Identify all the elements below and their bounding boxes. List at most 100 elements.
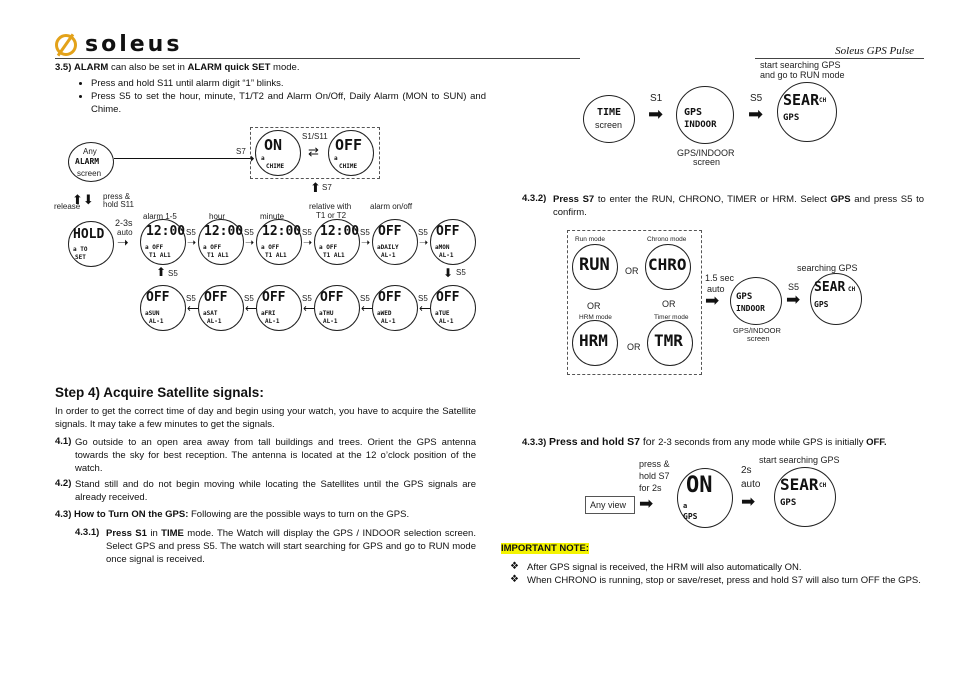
watch-line2: AL-1 [381, 252, 396, 259]
para-4-3-3: 4.3.3) Press and hold S7 for 2-3 seconds… [522, 436, 887, 448]
watch-line2: AL-1 [323, 318, 338, 325]
watch-line1: a OFF [203, 244, 222, 251]
arrow-right-icon: ➝ [303, 237, 313, 249]
arrow-right-icon: ➡ [648, 104, 664, 124]
watch-gps-on: ON a GPS [677, 468, 733, 528]
watch-any-alarm: Any ALARM screen [68, 142, 114, 182]
important-note-heading: IMPORTANT NOTE: [501, 543, 589, 554]
s5-label: S5 [244, 294, 254, 303]
logo-ring-icon [55, 34, 77, 56]
watch-line1: aMON [435, 244, 450, 251]
watch-hrm: HRM [572, 320, 618, 366]
watch-line2: AL-1 [149, 318, 164, 325]
watch-line1: aFRI [261, 310, 276, 317]
gps-diagram-3: Any view ➡ press & hold S7 for 2s ON a G… [584, 455, 854, 530]
watch-big: 12:00 [262, 224, 302, 239]
mode-box [567, 230, 702, 375]
watch-line2: AL-1 [439, 252, 454, 259]
watch-line1: a OFF [261, 244, 280, 251]
watch-line1: a OFF [319, 244, 338, 251]
s5-label: S5 [302, 294, 312, 303]
watch-line1: a OFF [145, 244, 164, 251]
watch-line2: AL-1 [381, 318, 396, 325]
note-bullet-icon: ❖ [510, 561, 519, 572]
watch-timer: TMR [647, 320, 693, 366]
arrow-right-icon: ➝ [245, 237, 255, 249]
note-bullet-icon: ❖ [510, 574, 519, 585]
s7-line [114, 158, 250, 159]
arrow-right-icon: ➝ [117, 234, 129, 250]
watch-line2: AL-1 [439, 318, 454, 325]
para-4-3: 4.3) How to Turn ON the GPS: Following a… [55, 509, 410, 520]
watch-hold-to-set: HOLD a TO SET [68, 221, 114, 267]
watch-big: OFF [204, 290, 228, 305]
step4-heading: Step 4) Acquire Satellite signals: [55, 385, 264, 400]
watch-gps-indoor: GPS INDOOR [676, 86, 734, 144]
watch-line2: AL-1 [265, 318, 280, 325]
arrow-right-icon: ➡ [748, 104, 764, 124]
product-name: Soleus GPS Pulse [835, 45, 914, 57]
alarm-diagram: ON a CHIME S1/S11 ⇄ OFF a CHIME S7 ➝ ⬆ S… [50, 125, 480, 340]
s5-label: S5 [186, 228, 196, 237]
header-rule-right [755, 58, 924, 59]
watch-big: OFF [436, 224, 460, 239]
chime-box [250, 127, 380, 179]
header-rule-left [55, 58, 580, 59]
release-arrow-icon: ⬆⬇ [72, 192, 94, 207]
gps-diagram-2: Run mode Chrono mode RUN OR CHRO OR OR H… [567, 230, 867, 376]
arrow-right-icon: ➡ [705, 291, 720, 310]
bullet-item: Press S5 to set the hour, minute, T1/T2 … [91, 90, 486, 116]
watch-line2: T1 AL1 [323, 252, 345, 259]
watch-line1: aTHU [319, 310, 334, 317]
watch-big: OFF [378, 224, 402, 239]
note-item: When CHRONO is running, stop or save/res… [527, 575, 921, 586]
watch-big: OFF [378, 290, 402, 305]
arrow-right-icon: ➝ [361, 237, 371, 249]
arrow-right-icon: ➡ [741, 492, 756, 511]
watch-big: 12:00 [146, 224, 186, 239]
watch-big: 12:00 [204, 224, 244, 239]
watch-searching: SEAR CH GPS [810, 273, 862, 325]
s5-label: S5 [186, 294, 196, 303]
watch-line2: T1 AL1 [149, 252, 171, 259]
s5-label: S5 [360, 228, 370, 237]
arrow-down-icon: ⬇ [443, 266, 454, 280]
soleus-logo: soleus [55, 31, 230, 59]
watch-line1: aTUE [435, 310, 450, 317]
watch-line2: T1 AL1 [207, 252, 229, 259]
s5-label: S5 [418, 294, 428, 303]
arrow-up-icon: ⬆ [310, 180, 321, 195]
alarm-bullets: Press and hold S11 until alarm digit “1”… [75, 77, 486, 116]
step4-intro: In order to get the correct time of day … [55, 406, 476, 430]
watch-chime-on: ON a CHIME [255, 130, 301, 176]
arrow-right-icon: ➡ [786, 290, 801, 309]
brand-name: soleus [85, 32, 183, 57]
note-item: After GPS signal is received, the HRM wi… [527, 562, 802, 573]
s5-label: S5 [418, 228, 428, 237]
watch-big: OFF [320, 290, 344, 305]
arrow-right-icon: ➡ [639, 494, 654, 513]
arrow-up-icon: ⬆ [156, 265, 167, 279]
watch-big: 12:00 [320, 224, 360, 239]
arrow-right-icon: ➝ [187, 237, 197, 249]
arrow-right-icon: ➝ [419, 237, 429, 249]
swap-arrows-icon: ⇄ [308, 144, 319, 159]
s5-label: S5 [360, 294, 370, 303]
s5-label: S5 [302, 228, 312, 237]
watch-line1: aSAT [203, 310, 218, 317]
watch-big: OFF [146, 290, 170, 305]
watch-line2: AL-1 [207, 318, 222, 325]
watch-chime-off: OFF a CHIME [328, 130, 374, 176]
watch-chrono: CHRO [645, 244, 691, 290]
watch-gps-indoor: GPS INDOOR [730, 277, 782, 325]
